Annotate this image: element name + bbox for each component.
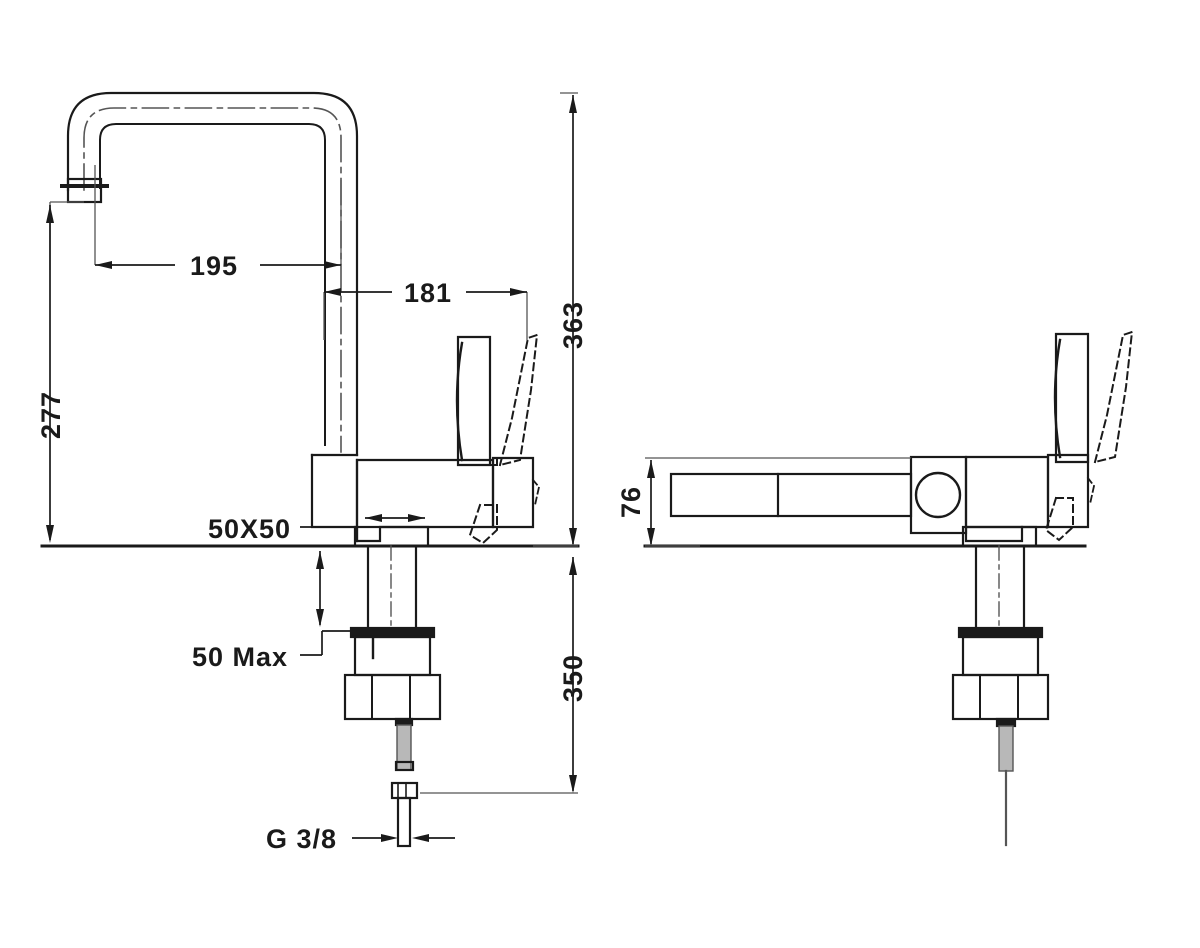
side-cartridge-detail [1086,476,1095,506]
side-body-underside [964,525,1024,543]
arrow-50x50-right [408,514,425,522]
arrow-195-left [95,261,112,269]
lever-handle-profile [455,341,464,462]
arrow-363-bottom [569,528,577,546]
dim-label-350: 350 [558,654,588,702]
dim-label-50max: 50 Max [192,642,288,672]
supply-thread-tail [396,796,412,848]
swivel-circle [914,471,962,519]
hose-ferrule [394,760,415,772]
side-washer-plate [957,626,1044,639]
arrow-76-top [647,460,655,478]
side-cartridge-housing [1046,453,1090,529]
side-elevation-view [643,330,1134,847]
side-hose-collar [995,717,1017,728]
arrow-g38-left [381,834,398,842]
arrow-g38-right [412,834,429,842]
locking-nut-lower [343,673,442,721]
front-elevation-view [40,91,580,848]
arrow-363-top [569,95,577,113]
lever-stem [489,457,498,466]
front-view-dimensions [46,92,578,842]
arrow-50x50-left [365,514,382,522]
aerator-outlet [66,177,103,204]
lever-handle-lowered-phantom [468,504,498,545]
flexible-hose [396,724,412,771]
side-lever-profile [1053,338,1062,459]
side-view-dimensions [645,457,911,547]
arrow-50max-bottom [316,609,324,627]
dim-label-195: 195 [190,251,238,281]
arrow-277-bottom [46,525,54,543]
arrow-181-right [510,288,527,296]
arrow-50max-top [316,551,324,569]
dim-label-277: 277 [36,391,66,439]
dim-label-181: 181 [404,278,452,308]
cartridge-side-detail [531,478,540,507]
side-flexible-hose [998,725,1014,772]
spout-centerline [83,107,342,453]
spout-inner-wall [99,123,326,446]
spout-outer-wall [66,91,359,457]
dim-label-50x50: 50X50 [208,514,291,544]
arrow-350-bottom [569,775,577,793]
washer-plate [349,626,436,639]
dim-label-g38: G 3/8 [266,824,337,854]
dim-label-76: 76 [616,486,646,518]
arrow-181-left [324,288,341,296]
side-lever-raised-phantom [1093,330,1134,464]
arrow-195-right [324,261,341,269]
arrow-277-top [46,205,54,223]
dim-label-363: 363 [558,301,588,349]
arrow-76-bottom [647,528,655,546]
lever-handle-raised-phantom [498,333,539,467]
arrow-350-top [569,557,577,575]
hose-collar-top [394,717,414,727]
side-lever-lowered-phantom [1044,497,1074,542]
